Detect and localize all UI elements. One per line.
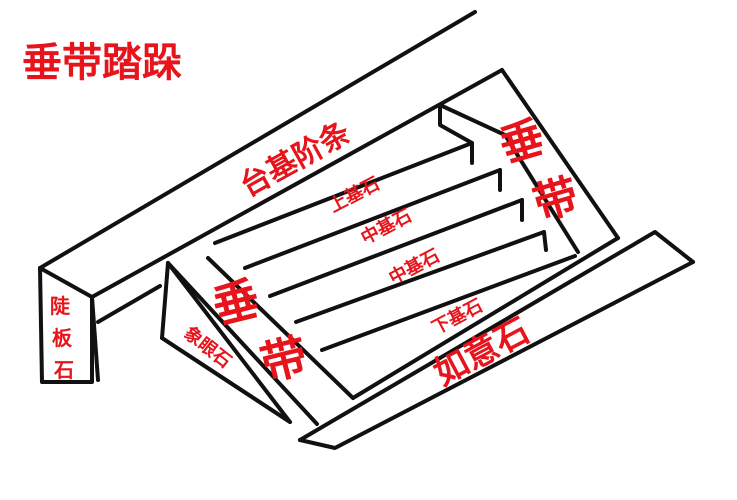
label-left-band-2: 带 (255, 328, 313, 392)
diagram-title: 垂带踏跺 (22, 40, 182, 86)
right-band-inner (438, 103, 580, 254)
step-line-upper (213, 141, 474, 245)
platform-top-edge (38, 10, 477, 270)
ruyi-stone-front (298, 260, 695, 450)
step-line-3 (268, 198, 524, 298)
ruyi-stone-top (298, 230, 695, 442)
end-block-outline (38, 266, 94, 384)
line-drawing (38, 10, 695, 450)
end-block-right-face (90, 295, 100, 382)
label-end-block-3: 石 (53, 358, 74, 382)
label-upper-step: 上基石 (325, 172, 383, 217)
elephant-eye-outline (160, 261, 292, 424)
platform-lower-edge (90, 68, 504, 299)
left-band-top (166, 261, 319, 426)
right-band-outer (500, 68, 620, 240)
step-line-2 (243, 168, 502, 270)
left-band-inner (206, 256, 355, 400)
label-end-block-1: 陡 (50, 294, 71, 318)
label-end-block-2: 板 (52, 326, 73, 350)
step-riser-1 (438, 103, 474, 165)
step-riser-4 (542, 230, 548, 252)
platform-front-edge (96, 284, 162, 324)
label-right-band-1: 垂 (494, 111, 550, 172)
step-line-5 (320, 254, 577, 352)
label-middle-step-2: 中基石 (385, 244, 443, 289)
step-line-4 (294, 230, 546, 324)
ruyi-stone-back (351, 236, 620, 400)
